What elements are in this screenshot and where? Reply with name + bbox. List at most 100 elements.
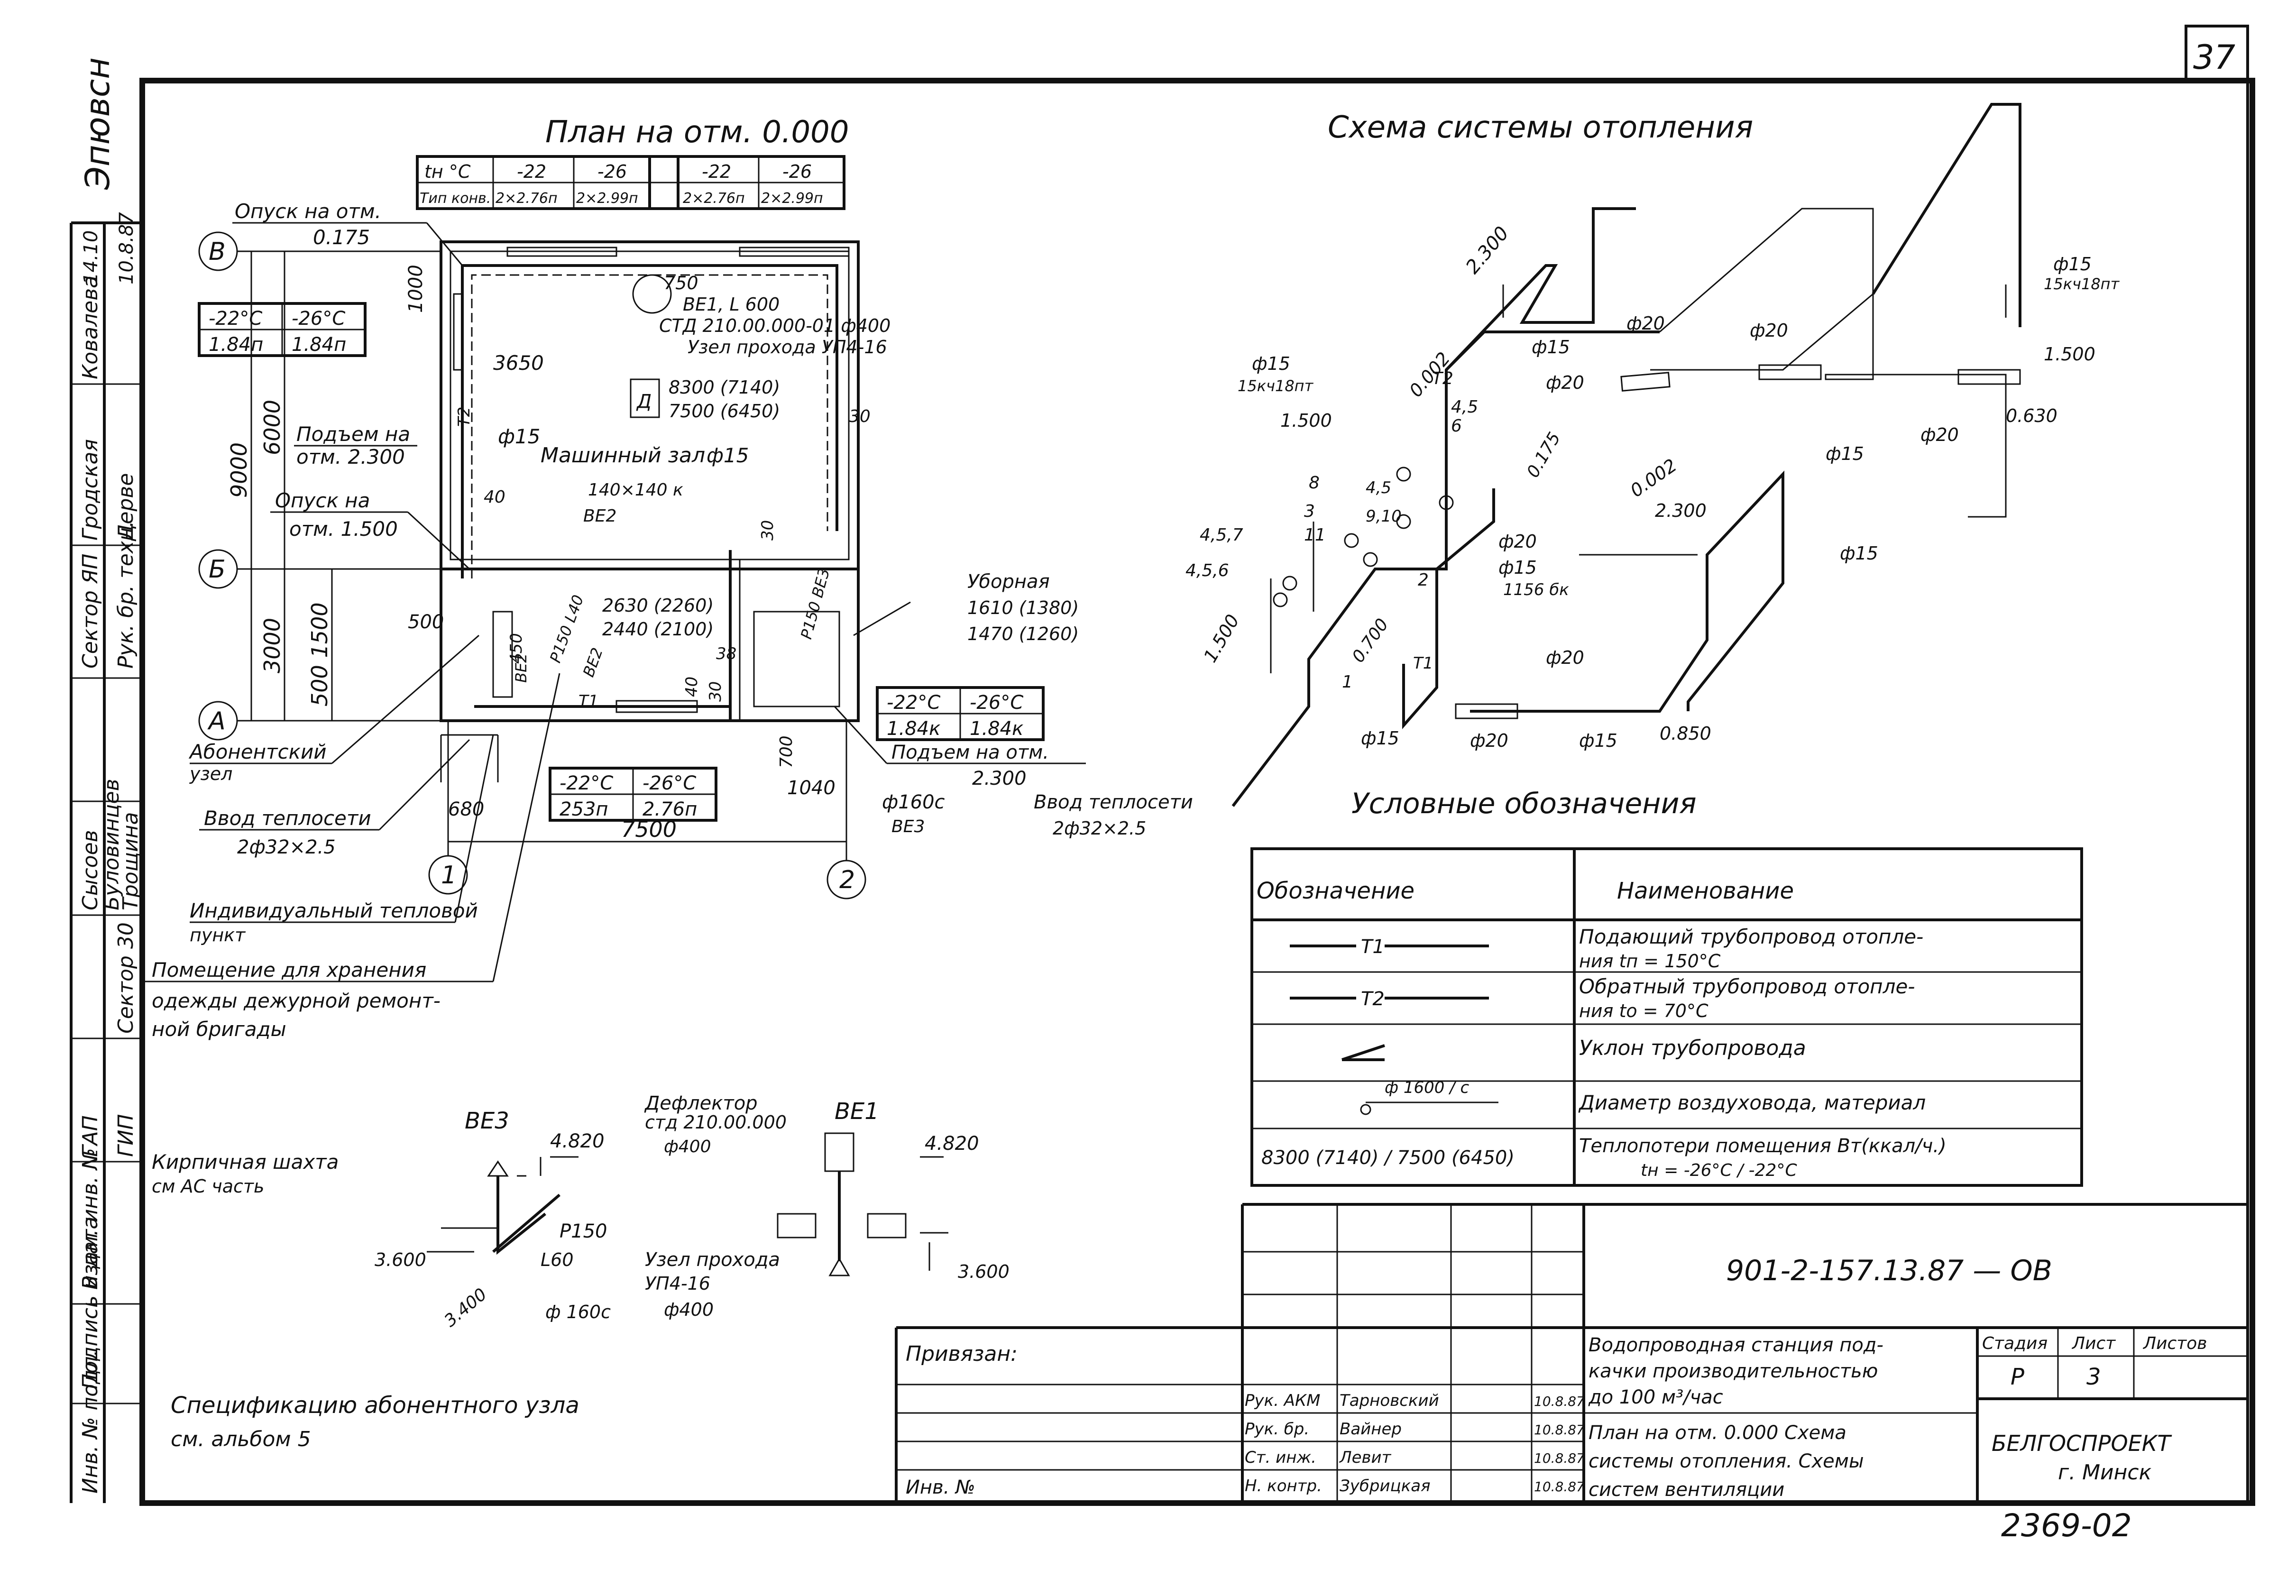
right-table-cell: -26°C [970, 692, 1023, 714]
sidebar-stamp [70, 221, 142, 1503]
dim-label: 40 [682, 677, 701, 697]
plan-label: 0.175 [313, 226, 370, 249]
signer-role: Рук. бр. [1245, 1420, 1309, 1439]
scheme-label: 15кч18пт [1238, 377, 1314, 395]
dim-label: 500 1500 [307, 603, 332, 707]
dim-label: 500 [408, 611, 444, 633]
scheme-label: ф15 [1840, 543, 1878, 564]
dim-label: 1040 [787, 777, 836, 799]
sheets-header: Листов [2142, 1334, 2207, 1353]
axis-label: 2 [839, 866, 855, 894]
scheme-label: 4,5,6 [1185, 561, 1229, 580]
vent-label: ВЕ1 [835, 1098, 879, 1125]
stage-value: Р [2011, 1364, 2024, 1390]
plan-label: пункт [190, 925, 246, 945]
left-table-cell: -22°C [209, 308, 262, 330]
dim-label: 38 [716, 644, 736, 663]
sheet-value: 3 [2086, 1364, 2101, 1390]
dim-label: 30 [758, 520, 777, 541]
plan-label: 2ф32×2.5 [237, 836, 336, 858]
plan-label: Опуск на отм. [235, 200, 381, 223]
scheme-label: 0.175 [1523, 429, 1564, 481]
scheme-label: 2 [1418, 570, 1429, 590]
scheme-label: 0.630 [2006, 405, 2057, 426]
legend-symbol: Т2 [1361, 988, 1385, 1010]
sheet-number: 37 [2193, 38, 2235, 77]
scheme-label: 9,10 [1366, 507, 1402, 526]
legend-title: Условные обозначения [1351, 787, 1697, 820]
scheme-label: 6 [1451, 416, 1462, 436]
legend-symbol: 8300 (7140) / 7500 (6450) [1261, 1147, 1515, 1169]
plan-label: Р150 L40 [546, 593, 588, 665]
title-description: до 100 м³/час [1588, 1386, 1723, 1408]
plan-label: Д [636, 391, 652, 413]
plan-label: узел [189, 763, 232, 784]
radiator-table [416, 155, 845, 210]
spec-note: Спецификацию абонентного узла [171, 1392, 579, 1419]
plan-label: Опуск на [275, 489, 370, 512]
bottom-table-cell: 253п [560, 798, 608, 820]
scheme-label: ф15 [1826, 443, 1864, 464]
dim-label: 30 [706, 681, 725, 702]
plan-leaders [142, 222, 1086, 982]
signer-name: Зубрицкая [1340, 1477, 1431, 1495]
scheme-label: Т2 [1432, 369, 1453, 388]
radiator-table-cell: -22 [702, 161, 731, 182]
dim-label: 1000 [405, 265, 427, 313]
vent-label: Дефлектор [644, 1092, 758, 1114]
scheme-label: ф20 [1626, 313, 1665, 334]
vent-label: 3.600 [375, 1249, 426, 1270]
org-city: г. Минск [2058, 1460, 2152, 1485]
plan-label: ВЕ2 [512, 653, 530, 683]
vent-label: 3.600 [958, 1261, 1010, 1282]
corner-stamp: Эпювсн [78, 57, 117, 190]
sidebar-cell: Подпись и дата [78, 1217, 102, 1389]
sidebar-cell: Ковалева [78, 275, 102, 379]
plan-label: Уборная [967, 571, 1050, 593]
right-table-cell: -22°C [887, 692, 940, 714]
sheet-frame [139, 25, 2255, 1506]
title-description: качки производительностью [1589, 1360, 1878, 1382]
dim-label: 6000 [259, 400, 285, 455]
radiator-table-cell: 2×2.99п [576, 190, 638, 207]
legend-header: Наименование [1617, 878, 1794, 904]
scheme-label: ф20 [1498, 531, 1537, 552]
signer-date: 10.8.87 [1534, 1479, 1585, 1495]
legend-text: ния tо = 70°С [1579, 1000, 1708, 1021]
plan-title: План на отм. 0.000 [545, 115, 849, 150]
sidebar-cell: Сысоев [78, 830, 102, 910]
vent-label: 3.400 [441, 1284, 490, 1331]
plan-label: СТД 210.00.000-01 ф400 [659, 315, 891, 336]
scheme-label: 8 [1309, 473, 1320, 493]
legend-text: Уклон трубопровода [1579, 1036, 1806, 1060]
sidebar-cell: Сектор ЯП [78, 554, 102, 669]
scheme-label: ф15 [1252, 353, 1290, 374]
scheme-label: ф20 [1546, 372, 1584, 393]
dim-label: 40 [484, 487, 505, 507]
plan-label: 2.300 [972, 768, 1027, 789]
scheme-label: 1.500 [1200, 611, 1244, 666]
scheme-label: 15кч18пт [2044, 275, 2120, 293]
spec-note: см. альбом 5 [171, 1427, 311, 1451]
org-name: БЕЛГОСПРОЕКТ [1992, 1431, 2172, 1456]
sidebar-cell: Инв. № подл. [78, 1349, 102, 1494]
plan-label: Помещение для хранения [152, 958, 426, 981]
bottom-temp-table [549, 767, 717, 822]
plan-label: Машинный зал [541, 443, 705, 468]
bottom-table-cell: -26°C [643, 772, 696, 794]
scheme-label: ф15 [1532, 337, 1570, 358]
legend-table [1250, 847, 2083, 1187]
scheme-label: 0.700 [1349, 615, 1393, 666]
plan-label: Узел прохода УП4-16 [688, 337, 887, 358]
plan-label: 750 [664, 273, 698, 294]
plan-label: ф160с [882, 791, 945, 813]
radiator-table-cell: 2×2.76п [683, 190, 745, 207]
plan-label: Т1 [579, 692, 598, 711]
axis-label: А [207, 707, 226, 735]
vent-label: ф400 [664, 1137, 711, 1156]
plan-label: ф15 [707, 444, 749, 467]
plan-label: ВЕ3 [891, 817, 925, 836]
sidebar-cell: Буловинцев [100, 779, 124, 910]
signer-name: Тарновский [1340, 1391, 1439, 1410]
plan-label: ной бригады [152, 1018, 286, 1041]
